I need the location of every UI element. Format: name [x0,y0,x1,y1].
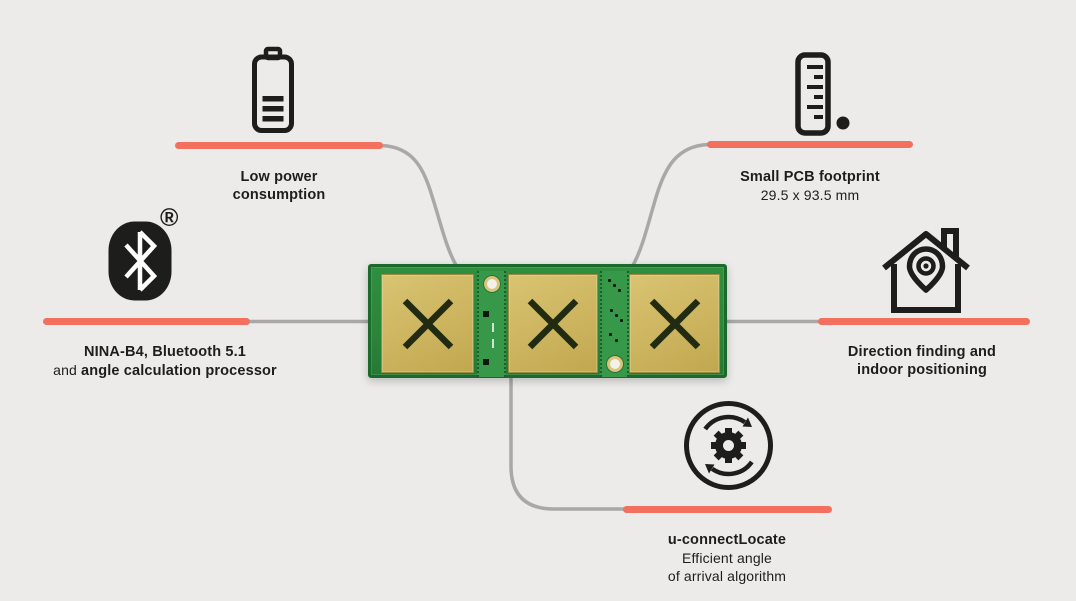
caption-text-bold: angle calculation processor [81,363,277,379]
caption-line: Efficient angle [682,550,772,566]
antenna-x-mark [402,298,453,349]
pcb-strip [600,271,629,377]
pcb-trace-dot [609,333,612,336]
pcb-component [483,311,489,317]
pcb-trace-dot [608,279,611,282]
connector-uconnect [509,377,626,511]
caption-line: of arrival algorithm [667,568,787,584]
silkscreen-mark [492,339,494,348]
caption-line: and angle calculation processor [35,361,295,380]
pcb-component [483,359,489,365]
caption-line: 29.5 x 93.5 mm [760,187,860,203]
underline-direction [818,318,1030,325]
caption-line: NINA-B4, Bluetooth 5.1 [84,344,246,360]
caption-footprint: Small PCB footprint 29.5 x 93.5 mm [680,168,940,204]
antenna-patch [629,274,720,373]
antenna-x-mark [527,298,579,349]
pcb-trace-dot [615,314,618,317]
pcb-trace-dot [620,319,623,322]
mounting-hole [483,276,500,292]
underline-bluetooth [43,318,250,325]
pcb-strip [477,271,506,377]
underline-low-power [175,142,383,149]
caption-line: u-connectLocate [667,532,787,548]
pcb-antenna-board [368,264,727,378]
bluetooth-icon [106,220,174,302]
antenna-patch [381,274,474,373]
antenna-x-mark [649,298,700,349]
caption-low-power: Low power consumption [149,168,409,204]
silkscreen-mark [492,323,494,332]
caption-bluetooth: NINA-B4, Bluetooth 5.1 and angle calcula… [35,343,295,380]
house-location-icon [874,224,978,316]
caption-direction: Direction finding and indoor positioning [792,343,1052,379]
connector-low-power [380,143,459,269]
registered-trademark-symbol: ® [160,204,179,232]
caption-line: Direction finding and [847,344,997,360]
ruler-icon [794,52,854,136]
caption-line: consumption [232,187,326,203]
caption-line: Low power [240,169,318,185]
pcb-trace-dot [618,289,621,292]
sync-gear-icon [682,399,775,492]
caption-line: indoor positioning [857,362,987,378]
pcb-trace-dot [615,339,618,342]
pcb-trace-dot [613,284,616,287]
connector-footprint [630,142,710,269]
antenna-patch [508,274,598,373]
battery-icon [251,46,295,134]
mounting-hole [606,356,623,372]
caption-text-regular: and [53,362,81,378]
underline-footprint [707,141,913,148]
caption-uconnect: u-connectLocate Efficient angle of arriv… [597,531,857,585]
caption-line: Small PCB footprint [740,169,880,185]
underline-uconnect [623,506,832,513]
pcb-trace-dot [610,309,613,312]
